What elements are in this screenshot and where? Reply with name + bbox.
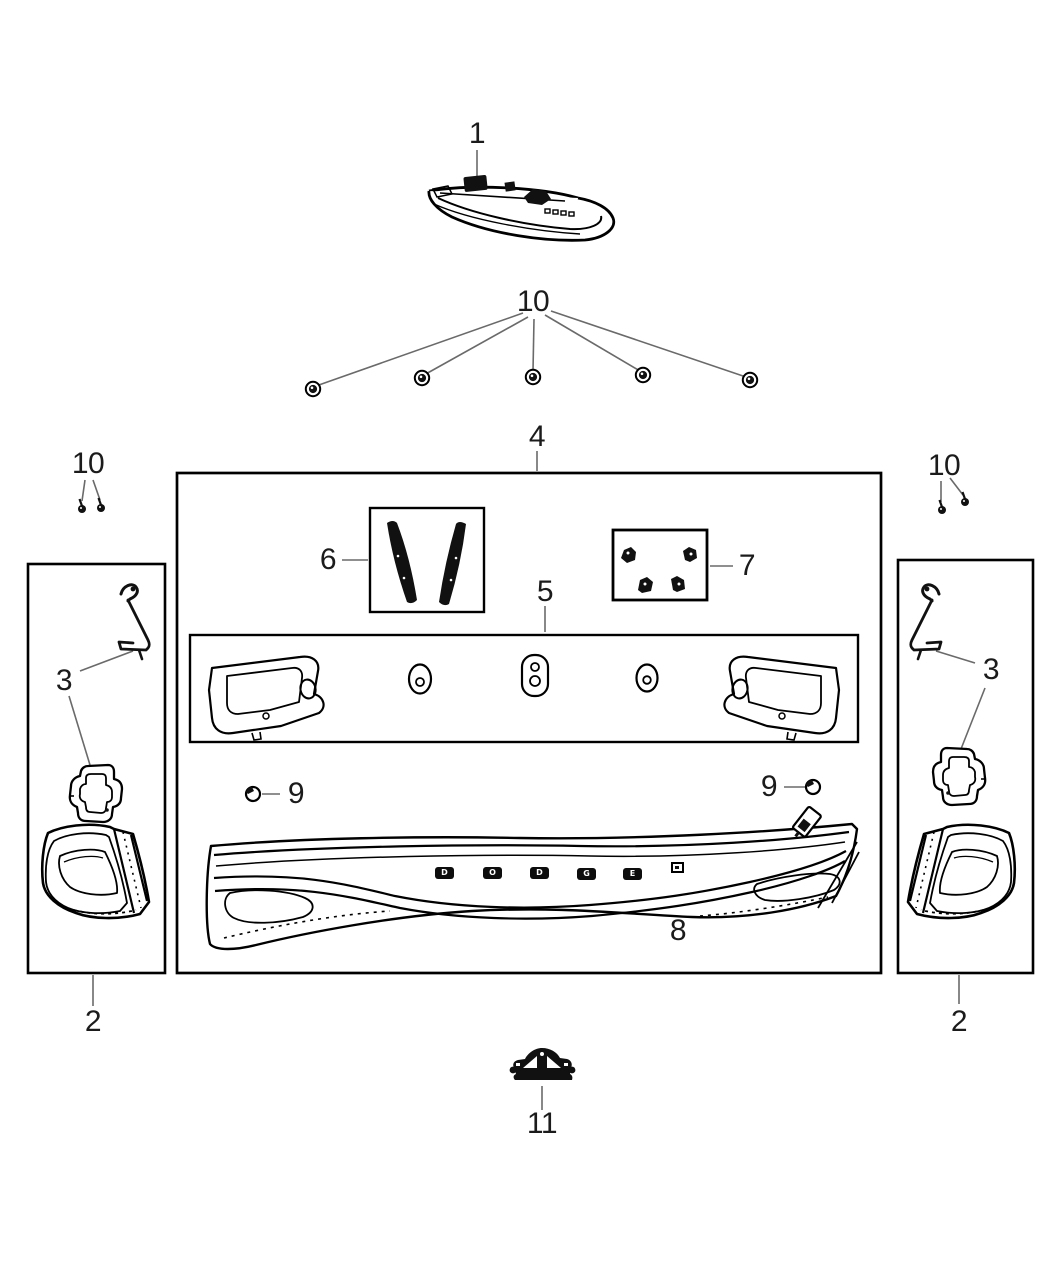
group-box-tail-lamp-right bbox=[896, 558, 1035, 975]
applique-letter-d2: D bbox=[530, 867, 549, 879]
callout-5: 5 bbox=[536, 575, 554, 608]
group-box-tail-lamp-left bbox=[26, 562, 167, 975]
lamp-vent-slots bbox=[544, 208, 575, 217]
tail-lamp-right bbox=[906, 823, 1017, 920]
screw-fasteners-right bbox=[936, 490, 971, 516]
callout-9-left: 9 bbox=[287, 777, 305, 810]
seal-kit-right-gasket bbox=[723, 655, 841, 741]
callout-11: 11 bbox=[526, 1107, 558, 1140]
callout-3-left: 3 bbox=[55, 664, 73, 697]
retainer-clip-left bbox=[244, 785, 262, 803]
tail-lamp-left bbox=[40, 823, 151, 920]
group-box-seal-kit bbox=[188, 633, 860, 744]
callout-4: 4 bbox=[528, 420, 546, 453]
lamp-connector bbox=[463, 174, 551, 205]
applique-clip-8 bbox=[671, 862, 684, 873]
applique-letter-o: O bbox=[483, 867, 502, 879]
lamp-harness-left bbox=[117, 583, 151, 661]
group-box-light-pipes bbox=[368, 506, 486, 614]
license-bracket bbox=[509, 1048, 576, 1080]
lamp-harness-right bbox=[909, 583, 943, 661]
lamp-gasket-right bbox=[931, 746, 988, 807]
applique-letter-e: E bbox=[623, 868, 642, 880]
group-box-applique-assembly bbox=[175, 471, 883, 975]
light-pipe-strips bbox=[387, 521, 466, 606]
callout-6: 6 bbox=[319, 543, 337, 576]
callout-3-right: 3 bbox=[982, 653, 1000, 686]
applique-panel bbox=[205, 805, 860, 951]
center-stop-lamp bbox=[427, 174, 616, 242]
applique-flag-tab bbox=[792, 805, 822, 838]
callout-10-left: 10 bbox=[71, 447, 105, 480]
seal-kit-left-gasket bbox=[207, 655, 325, 741]
group-box-clips bbox=[611, 528, 709, 602]
retainer-clip-right bbox=[804, 778, 822, 796]
applique-letter-g: G bbox=[577, 868, 596, 880]
callout-7: 7 bbox=[738, 549, 756, 582]
mounting-clips bbox=[621, 547, 697, 593]
seal-kit-grommets bbox=[407, 653, 659, 698]
hex-nut-fasteners bbox=[304, 366, 759, 398]
lamp-gasket-left bbox=[67, 763, 124, 824]
callout-10-right: 10 bbox=[927, 449, 961, 482]
applique-letter-d1: D bbox=[435, 867, 454, 879]
callout-2-left: 2 bbox=[84, 1005, 102, 1038]
callout-10-top: 10 bbox=[516, 285, 550, 318]
callout-2-right: 2 bbox=[950, 1005, 968, 1038]
callout-1: 1 bbox=[468, 117, 486, 150]
callout-8: 8 bbox=[669, 914, 687, 947]
callout-9-right: 9 bbox=[760, 770, 778, 803]
